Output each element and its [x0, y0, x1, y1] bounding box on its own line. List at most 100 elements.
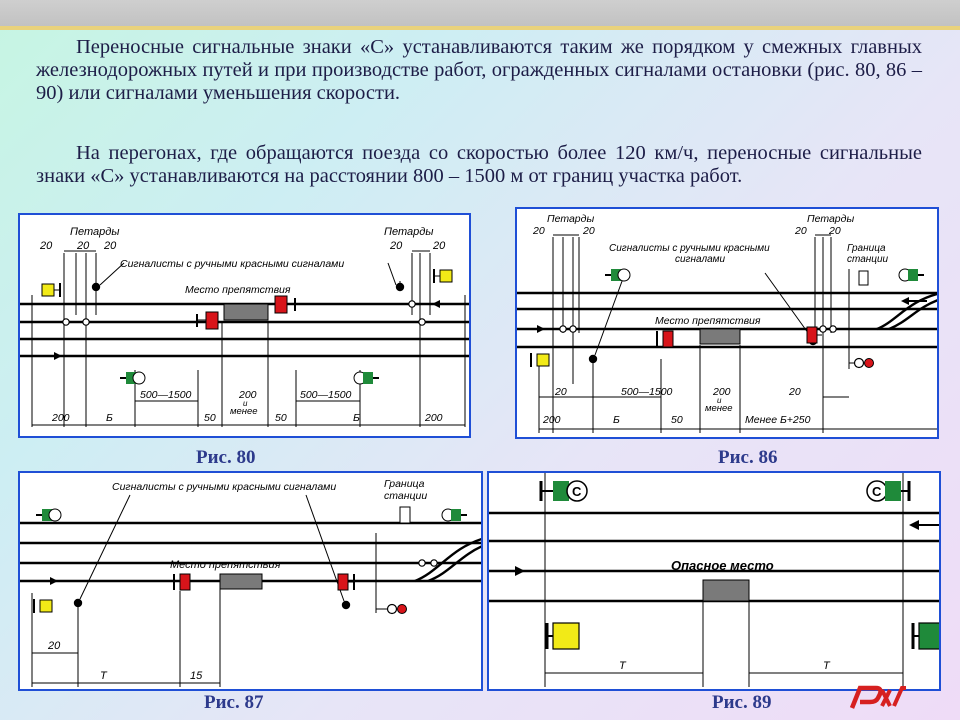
slow-sign-green: [605, 268, 631, 282]
petardy-label: Петарды: [807, 213, 854, 225]
slow-sign-green: [120, 371, 146, 385]
signalmen-label-2: сигналами: [675, 254, 726, 265]
sign-c-letter: С: [572, 484, 582, 499]
caption-fig80: Рис. 80: [196, 447, 256, 468]
stop-signal-red: [274, 295, 288, 314]
dim-50: 50: [204, 412, 216, 424]
dim-20: 20: [788, 386, 801, 398]
dim-15: 15: [190, 670, 203, 682]
sign-c-right: С: [866, 480, 911, 502]
dim-200: 200: [424, 412, 443, 424]
danger-label: Опасное место: [671, 558, 774, 573]
top-accent-strip: [0, 26, 960, 30]
stop-signal-red: [179, 573, 191, 591]
signal-c-white: [858, 270, 869, 286]
signal-green-square: [918, 622, 939, 650]
figure-86-panel: Петарды Петарды 20 20 20 20 Сигналисты с…: [515, 207, 939, 439]
dim-200: 200: [238, 389, 257, 401]
dim-b: Б: [613, 414, 620, 426]
paragraph-2: На перегонах, где обращаются поезда со с…: [36, 142, 922, 187]
dim-t: Т: [619, 660, 627, 672]
dim-500-1500: 500—1500: [621, 386, 673, 398]
dim-20: 20: [389, 240, 403, 252]
dim-b: Б: [353, 412, 360, 424]
danger-zone: [702, 579, 750, 602]
dim-50: 50: [671, 414, 683, 426]
obstacle-zone: [699, 328, 741, 345]
dim-500-1500: 500—1500: [140, 389, 192, 401]
signal-c-white: [399, 506, 411, 524]
dim-20: 20: [582, 225, 595, 237]
arrow-right-icon: [495, 566, 525, 576]
petardy-label: Петарды: [384, 226, 433, 238]
boundary-label: Граница: [847, 243, 886, 254]
dim-50: 50: [275, 412, 287, 424]
dim-20: 20: [39, 240, 53, 252]
arrow-right-icon: [34, 577, 58, 585]
dim-i: и: [243, 399, 248, 408]
arrow-right-icon: [34, 352, 62, 360]
sign-c-letter: С: [872, 484, 882, 499]
dim-200: 200: [542, 414, 561, 426]
slow-sign-green: [36, 508, 62, 522]
dim-200: 200: [51, 412, 70, 424]
dim-t: Т: [823, 660, 831, 672]
figure-87-diagram: Сигналисты с ручными красными сигналами …: [20, 478, 481, 687]
figure-87-panel: Сигналисты с ручными красными сигналами …: [18, 471, 483, 691]
dim-less: менее: [705, 403, 733, 414]
dim-20: 20: [828, 225, 841, 237]
obstacle-zone: [223, 303, 269, 321]
dim-200: 200: [712, 386, 731, 398]
boundary-label: Граница: [384, 478, 425, 490]
signalmen-label: Сигналисты с ручными красными сигналами: [120, 258, 344, 270]
paragraph-1: Переносные сигнальные знаки «С» устанавл…: [36, 36, 922, 104]
signal-c-yellow: [39, 599, 53, 613]
figure-80-diagram: Петарды Петарды 20 20 20 20 20 Сигналист…: [20, 226, 469, 427]
dim-500-1500: 500—1500: [300, 389, 352, 401]
slow-sign-green: [441, 508, 467, 522]
obstacle-label: Место препятствия: [170, 559, 281, 571]
stop-signal-red: [806, 326, 818, 344]
slow-sign-green: [898, 268, 924, 282]
obstacle-label: Место препятствия: [185, 284, 291, 296]
stop-signal-red: [337, 573, 349, 591]
signal-c-yellow: [439, 269, 453, 283]
signalmen-label: Сигналисты с ручными красными сигналами: [112, 481, 336, 493]
obstacle-label: Место препятствия: [655, 315, 761, 327]
boundary-label-2: станции: [384, 490, 427, 502]
figure-86-diagram: Петарды Петарды 20 20 20 20 Сигналисты с…: [517, 213, 937, 433]
arrow-left-icon: [909, 520, 939, 530]
caption-fig87: Рис. 87: [204, 692, 264, 713]
dim-less: менее: [230, 406, 258, 417]
dim-i: и: [717, 396, 722, 405]
caption-fig89: Рис. 89: [712, 692, 772, 713]
arrow-right-icon: [521, 325, 545, 333]
dim-20: 20: [76, 240, 90, 252]
dim-20: 20: [532, 225, 545, 237]
signal-c-yellow: [41, 283, 55, 297]
figure-89-diagram: С С Опасное место Т Т: [489, 473, 939, 687]
arrow-left-icon: [432, 300, 462, 308]
signal-c-yellow: [536, 353, 550, 367]
dim-20: 20: [103, 240, 117, 252]
sign-c-left: С: [539, 480, 588, 502]
dim-20: 20: [554, 386, 567, 398]
arrow-left-icon: [901, 297, 927, 305]
dim-b: Б: [106, 412, 113, 424]
top-bar: [0, 0, 960, 26]
figure-89-panel: С С Опасное место Т Т: [487, 471, 941, 691]
signal-yellow-square: [552, 622, 580, 650]
dim-t: Т: [100, 670, 108, 682]
figure-80-panel: Петарды Петарды 20 20 20 20 20 Сигналист…: [18, 213, 471, 438]
dim-20: 20: [794, 225, 807, 237]
petardy-label: Петарды: [70, 226, 119, 238]
stop-signal-red: [205, 311, 219, 330]
caption-fig86: Рис. 86: [718, 447, 778, 468]
signalmen-label: Сигналисты с ручными красными: [609, 243, 770, 254]
boundary-label-2: станции: [847, 254, 889, 265]
dim-less-b-250: Менее Б+250: [745, 414, 811, 426]
stop-signal-red: [662, 330, 674, 348]
petardy-label: Петарды: [547, 213, 594, 225]
slow-sign-green: [353, 371, 379, 385]
dim-20: 20: [47, 640, 61, 652]
